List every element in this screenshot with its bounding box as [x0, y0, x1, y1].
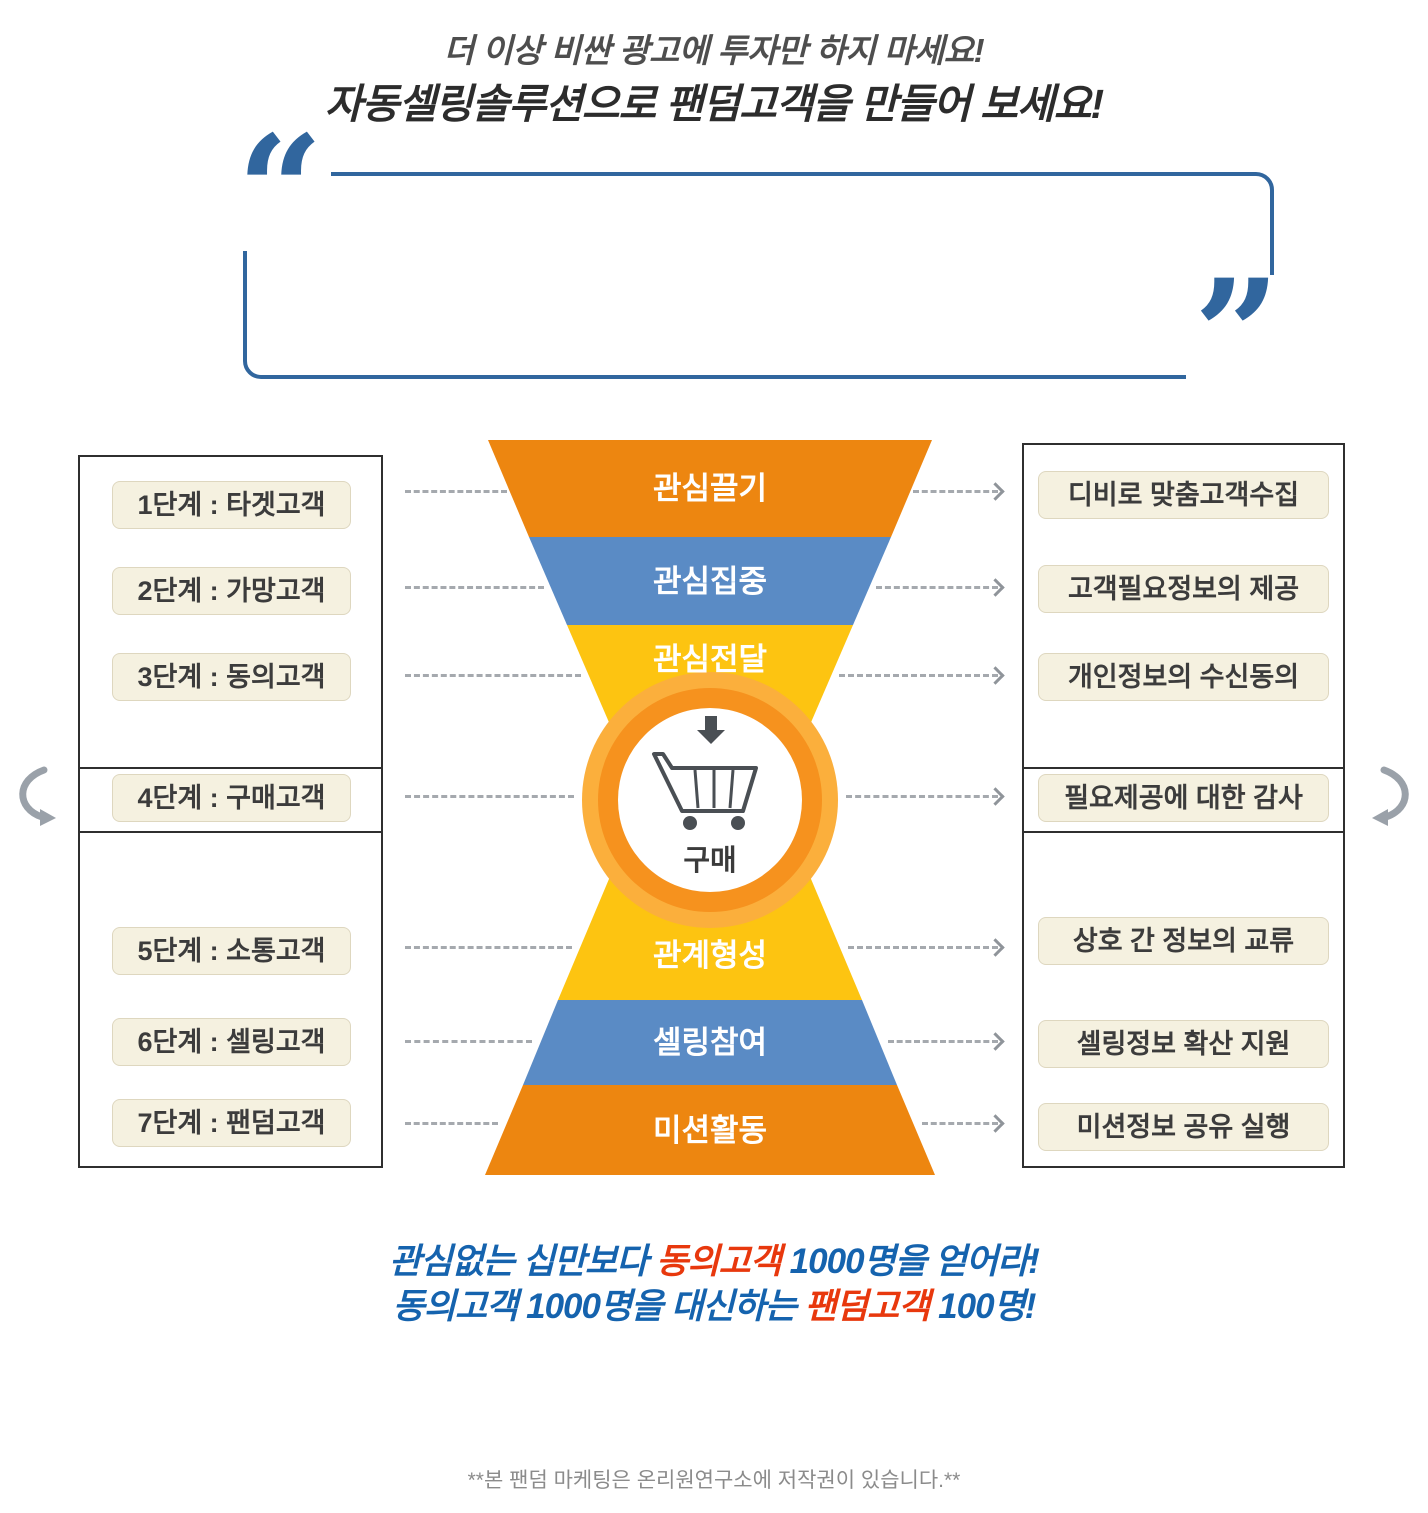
step-label-5: 5단계 : 소통고객 — [112, 927, 351, 975]
step-label-1: 1단계 : 타겟고객 — [112, 481, 351, 529]
arrowhead-icon — [986, 482, 1005, 501]
step-label-3: 3단계 : 동의고객 — [112, 653, 351, 701]
purchase-label: 구매 — [683, 844, 736, 877]
connector-dashed-line — [405, 1122, 498, 1125]
connector-dashed-arrow — [848, 938, 1005, 957]
connector-dashed-arrow — [888, 1032, 1005, 1051]
arrowhead-icon — [986, 1032, 1005, 1051]
funnel-stage-label: 관심끌기 — [653, 471, 767, 506]
connector-dashed-arrow — [839, 666, 1005, 685]
connector-dashed-line — [405, 946, 572, 949]
funnel-graphic: 관심끌기 관심집중 관심전달 관계형성 셀링참여 미션활동 구매 — [485, 440, 935, 1175]
step-label-7: 7단계 : 팬덤고객 — [112, 1099, 351, 1147]
funnel-stage-label: 관계형성 — [653, 938, 767, 973]
download-arrow-icon — [697, 716, 725, 744]
cart-icon — [652, 716, 758, 830]
close-quote-icon: ” — [1185, 260, 1288, 410]
connector-dashed-line — [405, 490, 507, 493]
connector-dashed-line — [405, 1040, 532, 1043]
connector-dashed-line — [405, 674, 581, 677]
divider — [80, 767, 381, 769]
connector-dashed-arrow — [922, 1114, 1005, 1133]
connector-dashed-arrow — [846, 787, 1005, 806]
arrowhead-icon — [986, 787, 1005, 806]
funnel-stage-label: 미션활동 — [653, 1113, 767, 1148]
funnel-stage-label: 관심전달 — [653, 642, 767, 677]
left-steps-box — [78, 455, 383, 1168]
open-quote-icon: “ — [229, 116, 332, 266]
action-label-2: 고객필요정보의 제공 — [1038, 565, 1329, 613]
divider — [1024, 767, 1343, 769]
slogan-segment: 관심없는 십만보다 — [389, 1242, 657, 1281]
connector-dashed-arrow — [913, 482, 1005, 501]
connector-dashed-line — [405, 586, 544, 589]
action-label-6: 셀링정보 확산 지원 — [1038, 1020, 1329, 1068]
arrowhead-icon — [986, 666, 1005, 685]
funnel-stage-mission — [485, 1085, 935, 1175]
divider — [80, 831, 381, 833]
slogan-line-2: 동의고객 1000명을 대신하는 팬덤고객 100명! — [0, 1284, 1428, 1329]
slogan-segment: 동의고객 1000명을 대신하는 — [392, 1287, 805, 1326]
slogan-line-1: 관심없는 십만보다 동의고객 1000명을 얻어라! — [0, 1239, 1428, 1284]
arrowhead-icon — [986, 578, 1005, 597]
connector-dashed-line — [405, 795, 574, 798]
slogan-segment: 팬덤고객 — [804, 1287, 931, 1326]
headline-sub: 더 이상 비싼 광고에 투자만 하지 마세요! — [443, 32, 985, 69]
arrowhead-icon — [986, 938, 1005, 957]
funnel-stage-selling — [523, 1000, 897, 1085]
action-label-1: 디비로 맞춤고객수집 — [1038, 471, 1329, 519]
cycle-arrow-right-icon — [1372, 766, 1409, 826]
copyright-note: **본 팬덤 마케팅은 온리원연구소에 저작권이 있습니다.** — [467, 1469, 961, 1492]
step-label-6: 6단계 : 셀링고객 — [112, 1018, 351, 1066]
action-label-5: 상호 간 정보의 교류 — [1038, 917, 1329, 965]
slogan: 관심없는 십만보다 동의고객 1000명을 얻어라! 동의고객 1000명을 대… — [0, 1239, 1428, 1329]
funnel-stage-focus — [529, 537, 891, 625]
arrowhead-icon — [986, 1114, 1005, 1133]
step-label-2: 2단계 : 가망고객 — [112, 567, 351, 615]
funnel-stage-label: 셀링참여 — [653, 1025, 767, 1060]
right-actions-box — [1022, 443, 1345, 1168]
quote-box: “ ” — [229, 116, 1288, 410]
slogan-segment: 1000명을 얻어라! — [780, 1242, 1040, 1281]
headline-main: 자동셀링솔루션으로 팬덤고객을 만들어 보세요! — [324, 81, 1104, 127]
action-label-7: 미션정보 공유 실행 — [1038, 1103, 1329, 1151]
funnel-stage-label: 관심집중 — [653, 564, 767, 599]
cycle-arrow-left-icon — [19, 766, 56, 826]
action-label-4: 필요제공에 대한 감사 — [1038, 774, 1329, 822]
divider — [1024, 831, 1343, 833]
action-label-3: 개인정보의 수신동의 — [1038, 653, 1329, 701]
slogan-segment: 100명! — [929, 1287, 1036, 1326]
connector-dashed-arrow — [876, 578, 1005, 597]
funnel-stage-attention — [488, 440, 932, 537]
slogan-segment: 동의고객 — [656, 1242, 782, 1281]
step-label-4: 4단계 : 구매고객 — [112, 774, 351, 822]
